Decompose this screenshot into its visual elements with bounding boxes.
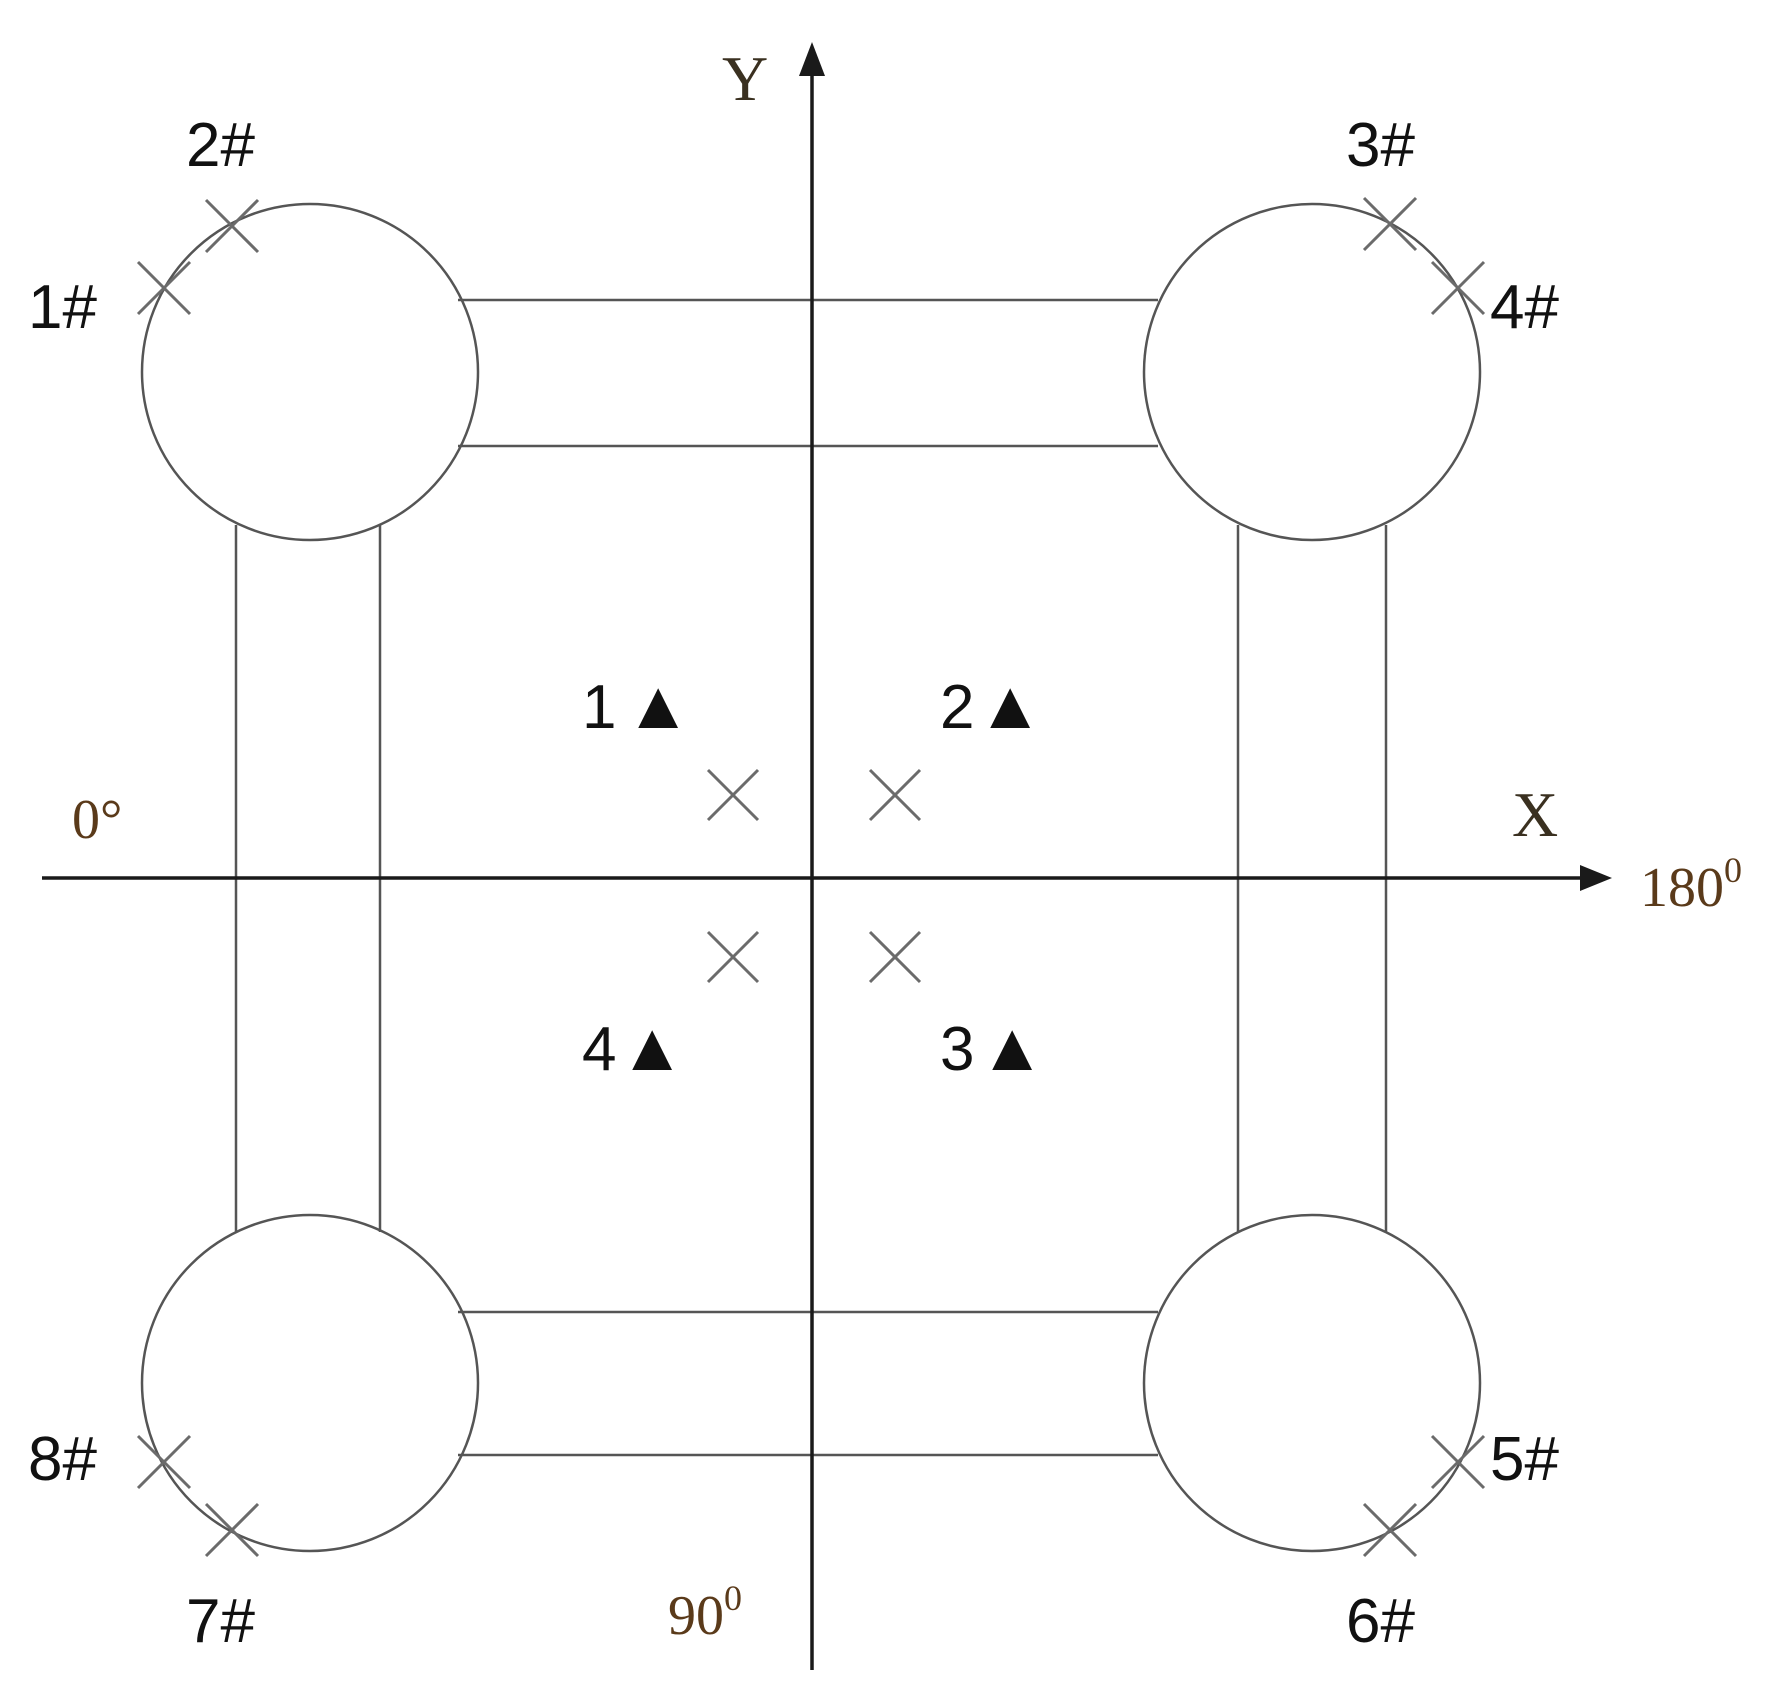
y-axis-arrowhead <box>799 42 825 76</box>
column-bottom-left <box>140 1213 480 1553</box>
angle-label-right-sup: 0 <box>1724 850 1742 890</box>
outer-point-5-mark <box>1430 1434 1486 1490</box>
outer-point-8-label: 8# <box>28 1425 97 1494</box>
outer-point-3-mark <box>1362 196 1418 252</box>
triangle-icon: ▲ <box>618 1009 685 1085</box>
inner-point-2-mark <box>868 768 922 822</box>
axes <box>42 42 1612 1670</box>
y-axis-label: Y <box>722 43 768 114</box>
inner-point-2-label: 2▲ <box>940 667 1044 743</box>
outer-point-7-label: 7# <box>186 1587 255 1656</box>
outer-point-8-mark <box>136 1434 192 1490</box>
angle-label-right-base: 180 <box>1640 857 1724 919</box>
outer-point-4-label: 4# <box>1490 273 1559 342</box>
outer-point-3-label: 3# <box>1346 111 1415 180</box>
columns <box>140 202 1482 1553</box>
inner-point-1-label: 1▲ <box>582 667 692 743</box>
outer-point-5-label: 5# <box>1490 1425 1559 1494</box>
inner-point-marks <box>706 768 922 984</box>
inner-point-3-number: 3 <box>940 1015 974 1084</box>
angle-label-bottom-sup: 0 <box>724 1578 742 1618</box>
angle-label-bottom-base: 90 <box>668 1585 724 1647</box>
angle-label-right: 1800 <box>1640 850 1742 919</box>
triangle-icon: ▲ <box>624 667 691 743</box>
outer-point-6-label: 6# <box>1346 1587 1415 1656</box>
outer-point-1-mark <box>136 260 192 316</box>
column-top-right <box>1142 202 1482 542</box>
inner-point-3-mark <box>868 930 922 984</box>
inner-point-4-label: 4▲ <box>582 1009 686 1085</box>
outer-point-6-mark <box>1362 1502 1418 1558</box>
inner-point-1-number: 1 <box>582 673 616 742</box>
outer-point-2-mark <box>204 198 260 254</box>
triangle-icon: ▲ <box>976 667 1043 743</box>
outer-point-7-mark <box>204 1502 260 1558</box>
outer-point-4-mark <box>1430 260 1486 316</box>
outer-point-labels: 1# 2# 3# 4# 5# 6# 7# 8# <box>28 111 1559 1656</box>
x-axis-arrowhead <box>1580 865 1612 891</box>
column-bottom-right <box>1142 1213 1482 1553</box>
inner-point-1-mark <box>706 768 760 822</box>
outer-point-2-label: 2# <box>186 111 255 180</box>
column-top-left <box>140 202 480 542</box>
inner-point-3-label: 3▲ <box>940 1009 1046 1085</box>
outer-point-marks <box>136 196 1486 1558</box>
angle-label-bottom: 900 <box>668 1578 742 1647</box>
inner-point-labels: 1▲ 2▲ 3▲ 4▲ <box>582 667 1046 1085</box>
triangle-icon: ▲ <box>978 1009 1045 1085</box>
x-axis-label: X <box>1512 779 1558 850</box>
outer-point-1-label: 1# <box>28 273 97 342</box>
angle-label-left: 0° <box>72 789 122 851</box>
inner-point-4-mark <box>706 930 760 984</box>
inner-point-4-number: 4 <box>582 1015 616 1084</box>
inner-point-2-number: 2 <box>940 673 974 742</box>
